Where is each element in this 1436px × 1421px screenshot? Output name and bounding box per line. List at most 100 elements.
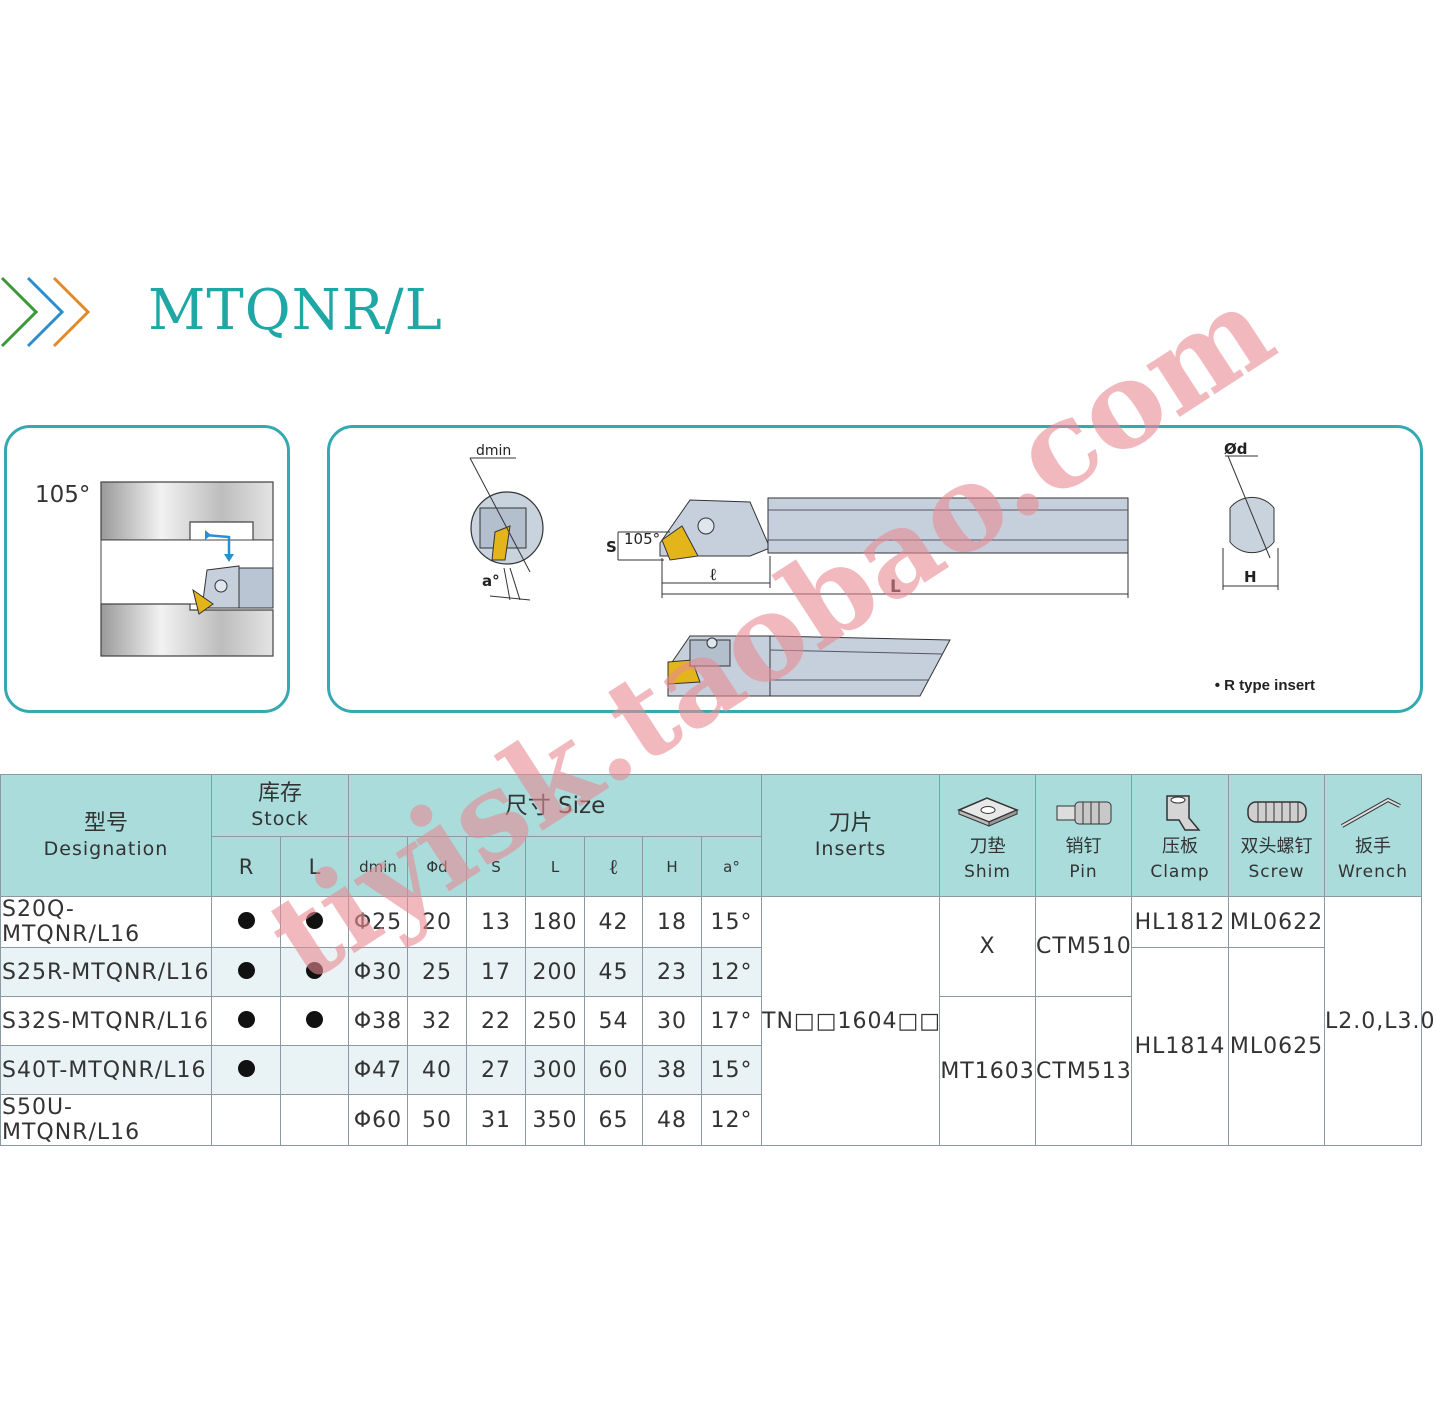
pin-cell-b: CTM513	[1035, 996, 1133, 1146]
length-cell: 350	[525, 1094, 585, 1146]
stock-l-cell	[280, 1045, 349, 1095]
stock-r-header: R	[211, 836, 281, 897]
designation-cell: S20Q-MTQNR/L16	[0, 896, 212, 948]
tool-dimension-drawing: dmin a° S 105° ℓ L	[469, 440, 1279, 697]
side-view	[617, 497, 1129, 598]
end-view	[469, 457, 544, 601]
cross-section	[1222, 455, 1279, 590]
stock-r-cell	[211, 947, 281, 997]
in-stock-dot	[306, 961, 323, 979]
designation-header: 型号 Designation	[0, 774, 212, 897]
stock-l-header: L	[280, 836, 349, 897]
h-label: H	[1244, 568, 1257, 586]
h-cell: 30	[642, 996, 702, 1046]
stock-l-cell	[280, 1094, 349, 1146]
h-cell: 18	[642, 896, 702, 948]
a-cell: 17°	[700, 996, 763, 1046]
designation-cell: S40T-MTQNR/L16	[0, 1045, 212, 1095]
shim-header: 刀垫 Shim	[939, 774, 1037, 897]
a-cell: 12°	[700, 947, 763, 997]
in-stock-dot	[237, 1059, 255, 1077]
pin-icon	[1056, 801, 1112, 824]
size-col-L: L	[525, 836, 585, 897]
d-cell: 25	[407, 947, 467, 997]
wrench-header: 扳手 Wrench	[1324, 774, 1423, 897]
spec-table: 型号 Designation 库存 Stock 尺寸 Size 刀片 Inser…	[0, 774, 1435, 1146]
dmin-cell: Φ38	[348, 996, 408, 1046]
l-small-cell: 42	[584, 896, 643, 948]
d-cell: 32	[407, 996, 467, 1046]
size-col-a: a°	[700, 836, 763, 897]
table-row: S25R-MTQNR/L16 Φ30 25 17 200 45 23 12° H…	[0, 947, 1422, 1146]
wrench-cell: L2.0,L3.0	[1324, 896, 1435, 1146]
s-cell: 13	[466, 896, 526, 948]
table-row: S20Q-MTQNR/L16 Φ25 20 13 180 42 18 15° T…	[0, 896, 1435, 1146]
screw-header: 双头螺钉 Screw	[1228, 774, 1326, 897]
l-small-label: ℓ	[710, 565, 717, 585]
table-row: S32S-MTQNR/L16 Φ38 32 22 250 54 30 17° M…	[0, 996, 1422, 1146]
side-angle-label: 105°	[624, 530, 660, 548]
a-cell: 12°	[700, 1094, 763, 1146]
inserts-header: 刀片 Inserts	[761, 774, 941, 897]
h-cell: 48	[642, 1094, 702, 1146]
screw-icon	[1246, 800, 1307, 823]
perspective-view	[667, 635, 951, 697]
table-row: S40T-MTQNR/L16 Φ47 40 27 300 60 38 15°	[0, 1045, 1422, 1095]
clamp-cell-a: HL1812	[1131, 896, 1230, 948]
h-cell: 23	[642, 947, 702, 997]
stock-l-cell	[280, 947, 349, 997]
shim-cell-b: MT1603	[939, 996, 1037, 1146]
size-col-h: H	[642, 836, 702, 897]
chevron-arrows-icon	[0, 276, 91, 348]
stock-r-cell	[211, 996, 281, 1046]
designation-cell: S25R-MTQNR/L16	[0, 947, 212, 997]
in-stock-dot	[306, 1010, 323, 1028]
dmin-cell: Φ60	[348, 1094, 408, 1146]
size-col-s: S	[466, 836, 526, 897]
stock-r-cell	[211, 896, 281, 948]
s-label: S	[606, 538, 617, 556]
size-header: 尺寸 Size	[347, 774, 763, 837]
r-type-insert-note: • R type insert	[1214, 677, 1315, 694]
size-col-dmin: dmin	[348, 836, 408, 897]
in-stock-dot	[306, 911, 323, 929]
s-cell: 31	[466, 1094, 526, 1146]
length-cell: 180	[525, 896, 585, 948]
s-cell: 17	[466, 947, 526, 997]
pin-cell-a: CTM510	[1035, 896, 1133, 997]
page-title: MTQNR/L	[148, 278, 443, 343]
screw-cell-a: ML0622	[1228, 896, 1326, 948]
stock-l-cell	[280, 896, 349, 948]
tool-dimension-panel: dmin a° S 105° ℓ L	[327, 425, 1423, 713]
d-cell: 40	[407, 1045, 467, 1095]
h-cell: 38	[642, 1045, 702, 1095]
designation-cell: S32S-MTQNR/L16	[0, 996, 212, 1046]
table-row: S50U-MTQNR/L16 Φ60 50 31 350 65 48 12°	[0, 1094, 1422, 1146]
a-cell: 15°	[700, 1045, 763, 1095]
s-cell: 27	[466, 1045, 526, 1095]
in-stock-dot	[237, 961, 255, 979]
shim-icon	[956, 796, 1019, 827]
dmin-label: dmin	[476, 443, 511, 459]
clamp-icon	[1166, 794, 1201, 831]
l-small-cell: 60	[584, 1045, 643, 1095]
length-cell: 300	[525, 1045, 585, 1095]
l-total-label: L	[890, 577, 901, 597]
designation-cell: S50U-MTQNR/L16	[0, 1094, 212, 1146]
clamp-cell-b: HL1814	[1131, 947, 1230, 1146]
dmin-cell: Φ25	[348, 896, 408, 948]
clamp-header: 压板 Clamp	[1131, 774, 1230, 897]
in-stock-dot	[237, 911, 255, 929]
boring-operation-illustration	[100, 481, 274, 657]
stock-r-cell	[211, 1045, 281, 1095]
stock-r-cell	[211, 1094, 281, 1146]
shim-cell-a: X	[939, 896, 1037, 997]
size-col-l-small: ℓ	[584, 836, 643, 897]
stock-header: 库存 Stock	[211, 774, 349, 837]
stock-l-cell	[280, 996, 349, 1046]
insert-cell: TN□□1604□□	[761, 896, 940, 1146]
a-angle-label: a°	[482, 572, 500, 590]
d-cell: 20	[407, 896, 467, 948]
approach-angle-panel: 105°	[4, 425, 290, 713]
dmin-cell: Φ30	[348, 947, 408, 997]
